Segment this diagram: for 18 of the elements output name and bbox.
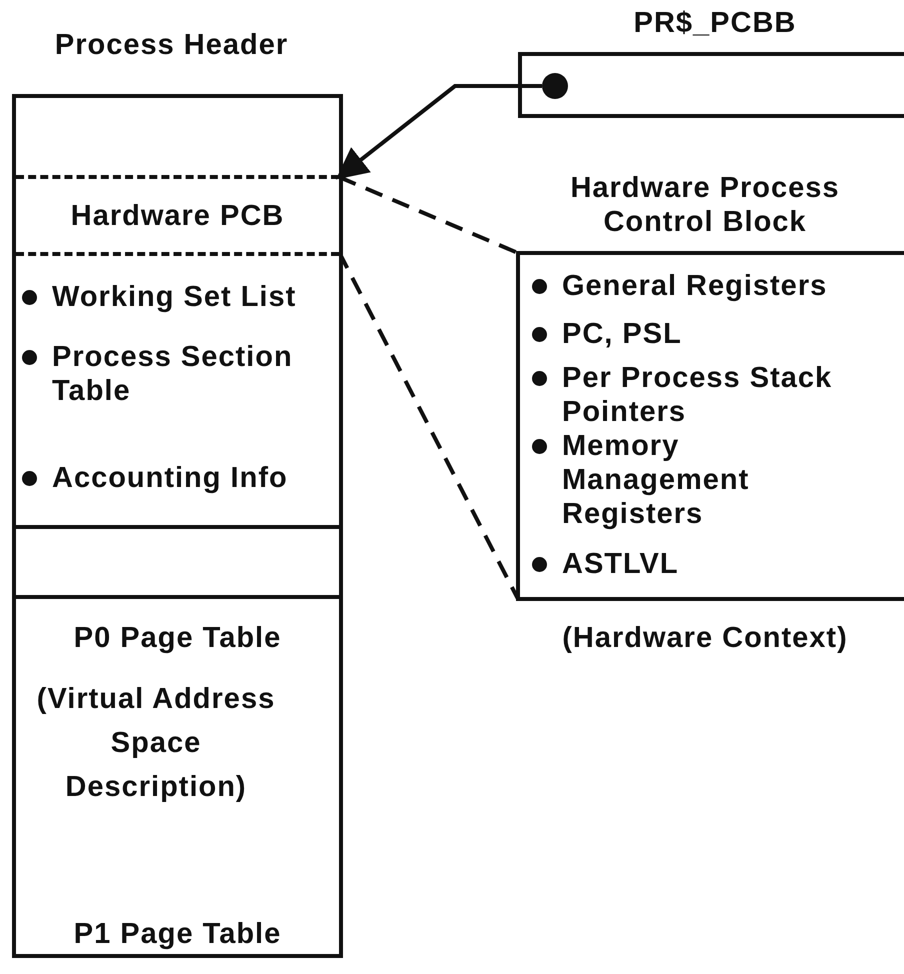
list-item: PC, PSL bbox=[528, 317, 904, 351]
heading: Process Header bbox=[54, 28, 290, 62]
heading: Hardware Process Control Block bbox=[569, 171, 841, 239]
arrow bbox=[336, 84, 542, 180]
section-label: P0 Page Table bbox=[72, 621, 282, 655]
list-item: Working Set List bbox=[18, 280, 338, 314]
list-item: Memory Management Registers bbox=[528, 429, 818, 531]
section-label: P1 Page Table bbox=[72, 917, 282, 951]
list-item: ASTLVL bbox=[528, 547, 904, 581]
list-item: General Registers bbox=[528, 269, 904, 303]
section-label: Hardware PCB bbox=[70, 199, 286, 233]
section-label: (Virtual Address Space Description) bbox=[36, 682, 276, 805]
list-item: Per Process Stack Pointers bbox=[528, 361, 904, 429]
pointer-dot bbox=[542, 73, 568, 99]
side-label: (Hardware Context) bbox=[561, 621, 849, 655]
heading: PR$_PCBB bbox=[632, 6, 798, 40]
list-item: Process Section Table bbox=[18, 340, 338, 408]
list-item: Accounting Info bbox=[18, 461, 338, 495]
